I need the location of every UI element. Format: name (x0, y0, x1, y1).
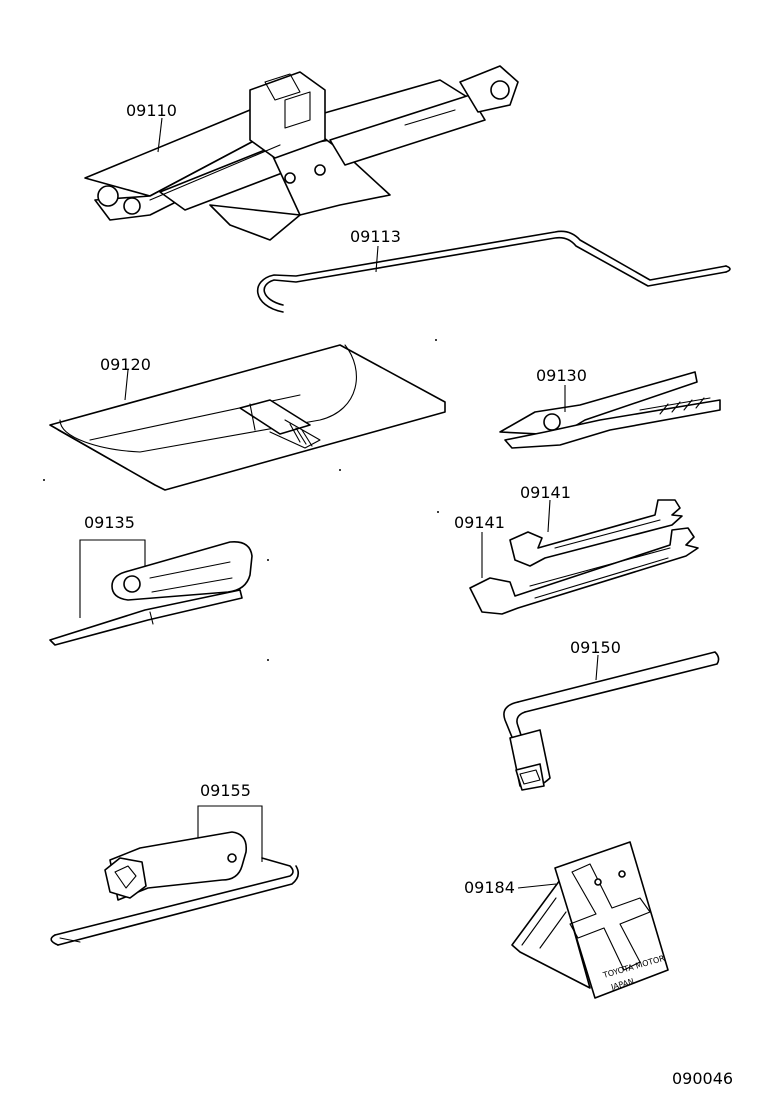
pliers-label: 09130 (536, 366, 587, 385)
tool-bag-label: 09120 (100, 355, 151, 374)
wrench-lower-illustration (469, 527, 699, 615)
lug-wrench-label: 09150 (570, 638, 621, 657)
jack-handle-label: 09113 (350, 227, 401, 246)
screwdriver-bracket (79, 539, 146, 618)
lug-wrench-leader (595, 654, 599, 681)
drawing-number: 090046 (672, 1069, 733, 1088)
jack-leader (157, 117, 163, 153)
jack-illustration (84, 65, 519, 241)
jack-label: 09110 (126, 101, 177, 120)
warning-triangle-label: 09184 (464, 878, 515, 897)
tool-bag-illustration (49, 344, 446, 491)
screwdriver-label: 09135 (84, 513, 135, 532)
warning-triangle-illustration: TOYOTA MOTOR JAPAN (511, 841, 669, 999)
tool-bag-leader (124, 369, 129, 401)
wrench-upper-illustration (509, 499, 683, 567)
pliers-illustration (499, 371, 721, 449)
plug-wrench-label: 09155 (200, 781, 251, 800)
jack-handle-illustration (257, 230, 731, 313)
warning-triangle-leader (517, 883, 557, 889)
wrench-upper-leader (547, 499, 551, 533)
wrench-lower-label: 09141 (454, 513, 505, 532)
plug-wrench-illustration (50, 831, 300, 946)
jack-handle-leader (375, 245, 379, 273)
plug-wrench-bracket (197, 805, 263, 862)
lug-wrench-illustration (503, 651, 720, 791)
print-specks (43, 339, 439, 661)
wrench-upper-label: 09141 (520, 483, 571, 502)
screwdriver-illustration (49, 540, 253, 646)
